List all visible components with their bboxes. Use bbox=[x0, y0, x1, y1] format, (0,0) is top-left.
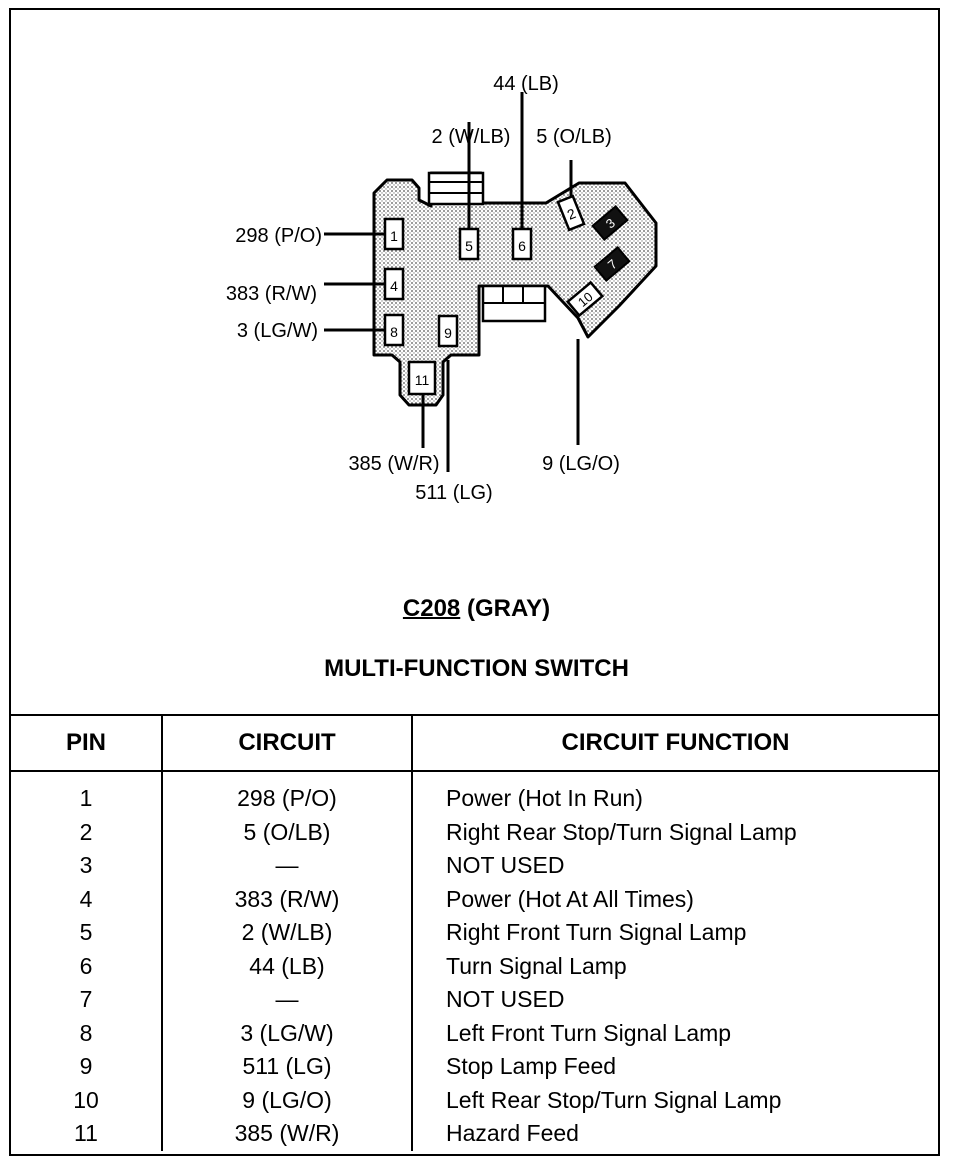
table-row: 1 298 (P/O) Power (Hot In Run) bbox=[11, 771, 938, 816]
table-row: 7 — NOT USED bbox=[11, 983, 938, 1017]
function-cell: Left Rear Stop/Turn Signal Lamp bbox=[411, 1083, 938, 1117]
function-cell: NOT USED bbox=[411, 983, 938, 1017]
svg-text:8: 8 bbox=[390, 324, 398, 340]
pin-11: 11 bbox=[407, 360, 437, 396]
function-cell: Stop Lamp Feed bbox=[411, 1050, 938, 1084]
pin-cell: 4 bbox=[79, 885, 93, 912]
pin-cell: 5 bbox=[79, 919, 93, 946]
header-circuit: CIRCUIT bbox=[161, 715, 412, 772]
pin-cell: 3 bbox=[79, 852, 93, 879]
table-row: 2 5 (O/LB) Right Rear Stop/Turn Signal L… bbox=[11, 815, 938, 849]
circuit-cell: 3 (LG/W) bbox=[161, 1016, 412, 1050]
callout-pin6: 44 (LB) bbox=[493, 73, 559, 95]
svg-text:9: 9 bbox=[444, 325, 452, 341]
function-cell: NOT USED bbox=[411, 849, 938, 883]
function-cell: Power (Hot At All Times) bbox=[411, 882, 938, 916]
pin-cell: 7 bbox=[79, 986, 93, 1013]
table-row: 11 385 (W/R) Hazard Feed bbox=[11, 1117, 938, 1151]
pin-10: 10 bbox=[565, 280, 605, 318]
callout-pin10: 9 (LG/O) bbox=[542, 453, 620, 475]
table-row: 6 44 (LB) Turn Signal Lamp bbox=[11, 949, 938, 983]
circuit-cell: 9 (LG/O) bbox=[161, 1083, 412, 1117]
pin-cell: 9 bbox=[79, 1053, 93, 1080]
pin-table: PIN CIRCUIT CIRCUIT FUNCTION 1 298 (P/O)… bbox=[11, 714, 938, 1151]
function-cell: Power (Hot In Run) bbox=[411, 771, 938, 816]
circuit-cell: 44 (LB) bbox=[161, 949, 412, 983]
circuit-cell: 2 (W/LB) bbox=[161, 916, 412, 950]
circuit-cell: 5 (O/LB) bbox=[161, 815, 412, 849]
svg-text:1: 1 bbox=[390, 228, 398, 244]
table-row: 10 9 (LG/O) Left Rear Stop/Turn Signal L… bbox=[11, 1083, 938, 1117]
pin-1: 1 bbox=[383, 217, 405, 251]
svg-text:5: 5 bbox=[465, 238, 473, 254]
table-header-row: PIN CIRCUIT CIRCUIT FUNCTION bbox=[11, 715, 938, 772]
table-row: 8 3 (LG/W) Left Front Turn Signal Lamp bbox=[11, 1016, 938, 1050]
function-cell: Right Rear Stop/Turn Signal Lamp bbox=[411, 815, 938, 849]
callout-pin2: 5 (O/LB) bbox=[536, 126, 612, 148]
pin-cell: 6 bbox=[79, 952, 93, 979]
circuit-cell: 298 (P/O) bbox=[161, 771, 412, 816]
connector-color: (GRAY) bbox=[466, 595, 551, 622]
part-name: MULTI-FUNCTION SWITCH bbox=[324, 655, 629, 682]
table-row: 3 — NOT USED bbox=[11, 849, 938, 883]
callout-pin9: 511 (LG) bbox=[415, 482, 492, 504]
pin-cell: 2 bbox=[79, 818, 93, 845]
pin-cell: 8 bbox=[79, 1019, 93, 1046]
pin-7: 7 bbox=[593, 246, 631, 282]
function-cell: Right Front Turn Signal Lamp bbox=[411, 916, 938, 950]
table-row: 5 2 (W/LB) Right Front Turn Signal Lamp bbox=[11, 916, 938, 950]
connector-id-heading: C208 (GRAY) bbox=[11, 595, 942, 623]
svg-text:11: 11 bbox=[415, 372, 430, 388]
circuit-cell: — bbox=[161, 983, 412, 1017]
top-latch bbox=[427, 171, 485, 206]
svg-text:6: 6 bbox=[518, 238, 526, 254]
pin-3: 3 bbox=[591, 205, 629, 241]
svg-text:4: 4 bbox=[390, 278, 398, 294]
callout-pin1: 298 (P/O) bbox=[235, 225, 322, 247]
callout-pin4: 383 (R/W) bbox=[226, 283, 317, 305]
callout-pin11: 385 (W/R) bbox=[348, 453, 439, 475]
circuit-cell: 385 (W/R) bbox=[161, 1117, 412, 1151]
function-cell: Turn Signal Lamp bbox=[411, 949, 938, 983]
header-circuit-function: CIRCUIT FUNCTION bbox=[411, 715, 938, 772]
pin-8: 8 bbox=[383, 313, 405, 347]
pin-6: 6 bbox=[511, 227, 533, 261]
function-cell: Left Front Turn Signal Lamp bbox=[411, 1016, 938, 1050]
callout-pin8: 3 (LG/W) bbox=[237, 320, 318, 342]
connector-diagram: 1 4 8 5 6 9 11 2 bbox=[226, 73, 658, 504]
connector-id: C208 bbox=[402, 595, 461, 622]
pin-4: 4 bbox=[383, 267, 405, 301]
callout-pin5: 2 (W/LB) bbox=[432, 126, 511, 148]
pin-cell: 11 bbox=[74, 1120, 98, 1147]
table-row: 4 383 (R/W) Power (Hot At All Times) bbox=[11, 882, 938, 916]
pin-cell: 1 bbox=[79, 785, 93, 812]
pin-2: 2 bbox=[556, 194, 586, 232]
circuit-cell: 383 (R/W) bbox=[161, 882, 412, 916]
table-row: 9 511 (LG) Stop Lamp Feed bbox=[11, 1050, 938, 1084]
header-pin: PIN bbox=[11, 715, 162, 772]
diagram-frame: 1 4 8 5 6 9 11 2 bbox=[9, 8, 940, 1156]
pin-5: 5 bbox=[458, 227, 480, 261]
pin-9: 9 bbox=[437, 314, 459, 348]
circuit-cell: 511 (LG) bbox=[161, 1050, 412, 1084]
circuit-cell: — bbox=[161, 849, 412, 883]
pin-cell: 10 bbox=[73, 1086, 99, 1113]
leader-lines bbox=[324, 92, 580, 472]
function-cell: Hazard Feed bbox=[411, 1117, 938, 1151]
